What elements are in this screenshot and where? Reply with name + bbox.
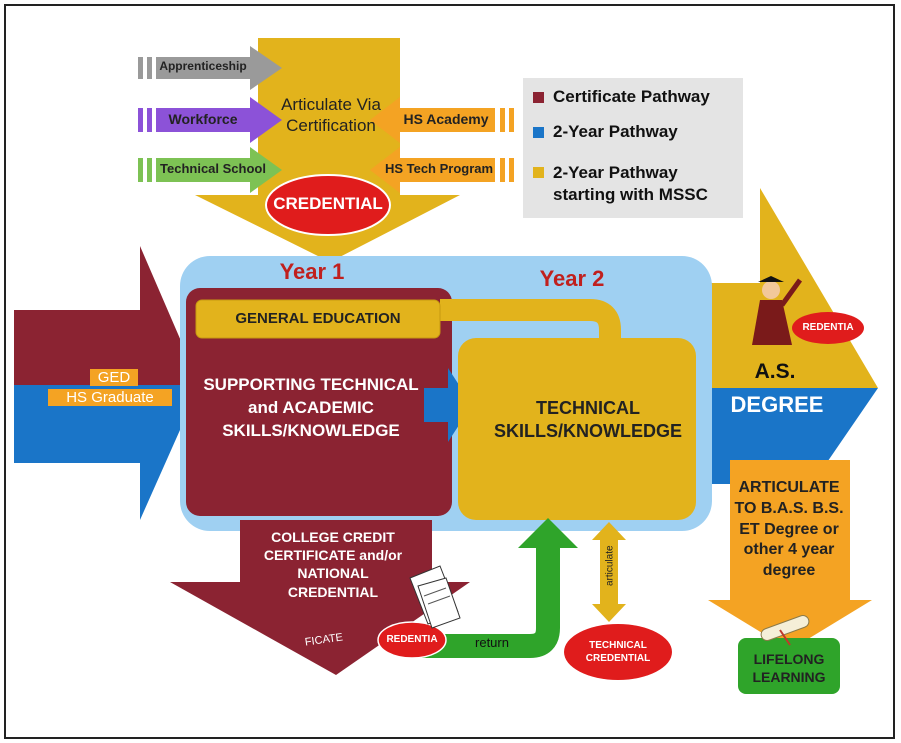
articulate-shaft (600, 538, 618, 608)
entry-arrow-top (14, 246, 200, 385)
certificate-down-arrow (170, 520, 470, 675)
credential-ellipse-bottom (377, 621, 447, 659)
hs-tech-program-arrow (370, 147, 514, 193)
as-label: A.S. (754, 360, 796, 383)
apprenticeship-arrow (138, 46, 282, 90)
apprenticeship-label: Apprenticeship (159, 59, 247, 73)
college-credit-label: COLLEGE CREDIT CERTIFICATE and/or NATION… (263, 529, 403, 600)
legend-swatch-mssc (533, 167, 544, 178)
legend-swatch-certificate (533, 92, 544, 103)
technical-school-arrow (138, 147, 282, 193)
year2-label: Year 2 (539, 266, 605, 291)
legend-certificate-pathway: Certificate Pathway (553, 87, 710, 106)
workforce-arrow (138, 97, 282, 143)
hs-academy-arrow (370, 97, 514, 143)
legend-panel (523, 78, 743, 218)
degree-label: DEGREE (730, 392, 824, 417)
supporting-label: SUPPORTING TECHNICAL and ACADEMIC SKILLS… (203, 375, 419, 440)
bas-arrow (708, 460, 872, 650)
hs-tech-program-label: HS Tech Program (384, 161, 494, 176)
certificate-papers-icon (409, 565, 461, 629)
articulate-down-head (592, 604, 626, 622)
articulate-down-arrow (195, 38, 460, 262)
hs-graduate-label: HS Graduate (48, 389, 172, 407)
credential-bottom-label: REDENTIA (386, 634, 438, 645)
lifelong-box (738, 638, 840, 694)
technical-credential-label: TECHNICAL CREDENTIAL (585, 640, 651, 664)
diploma-icon (760, 615, 810, 646)
return-arrow (412, 540, 560, 658)
general-education-bar (195, 299, 441, 339)
technical-credential-ellipse (564, 624, 672, 680)
workforce-label: Workforce (168, 111, 238, 127)
credential-top-label: CREDENTIAL (273, 194, 383, 213)
articulate-via-certification-label: Articulate Via Certification (281, 95, 381, 136)
technical-label: TECHNICAL SKILLS/KNOWLEDGE (494, 398, 682, 442)
supporting-box (186, 288, 452, 516)
general-education-label: GENERAL EDUCATION (235, 310, 401, 327)
technical-box (458, 338, 696, 520)
credential-ellipse-top (265, 174, 391, 236)
technical-school-label: Technical School (160, 161, 266, 176)
return-label: return (475, 635, 509, 650)
ged-label: GED (90, 369, 138, 387)
year1-label: Year 1 (279, 259, 345, 284)
articulate-label: articulate (604, 545, 616, 587)
credential-ellipse-degree (792, 312, 864, 344)
graduate-figure (752, 276, 803, 345)
legend-mssc-pathway: 2-Year Pathway starting with MSSC (553, 163, 708, 205)
articulate-up-head (592, 522, 626, 540)
legend-swatch-two-year (533, 127, 544, 138)
lifelong-learning-label: LIFELONG LEARNING (752, 651, 826, 686)
hs-academy-label: HS Academy (403, 111, 489, 127)
legend-two-year-pathway: 2-Year Pathway (553, 122, 678, 141)
credential-degree-label: REDENTIA (802, 322, 854, 333)
gen-ed-connector (440, 299, 621, 345)
return-arrowhead (518, 518, 578, 548)
entry-arrow-bottom (14, 385, 200, 520)
articulate-to-label: ARTICULATE TO B.A.S. B.S. ET Degree or o… (734, 479, 844, 580)
